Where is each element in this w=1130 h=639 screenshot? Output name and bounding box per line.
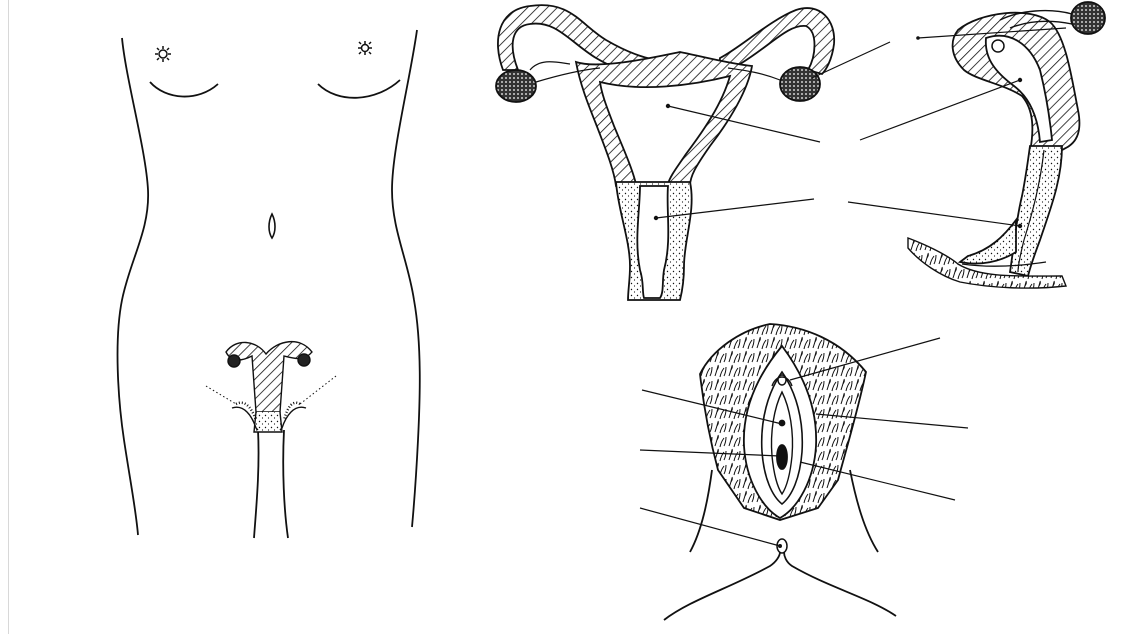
- leader-line-sagittal-vagina: [848, 202, 1020, 226]
- uterus-sagittal-panel: [908, 2, 1105, 288]
- left-ovary: [496, 70, 536, 102]
- right-thigh-outline: [850, 470, 878, 552]
- right-nipple-icon: [358, 41, 372, 55]
- left-leg-inner: [254, 430, 259, 538]
- sagittal-cervix: [1010, 146, 1062, 276]
- page-left-edge: [8, 0, 9, 634]
- uterus-frontal-panel: [496, 5, 834, 300]
- sagittal-ovary: [1071, 2, 1105, 34]
- left-thigh-outline: [690, 470, 712, 552]
- vaginal-opening: [777, 445, 787, 469]
- torso-left-outline: [118, 38, 149, 535]
- left-nipple-icon: [155, 46, 171, 62]
- right-leg-inner: [283, 430, 288, 538]
- vulva-panel: [664, 324, 896, 620]
- left-buttock-curve: [664, 552, 780, 620]
- sagittal-vaginal-canal: [960, 220, 1016, 264]
- right-ovary: [780, 67, 820, 101]
- torso-pelvic-inset: [206, 342, 336, 432]
- vaginal-canal: [637, 186, 668, 298]
- torso-right-outline: [392, 30, 420, 527]
- right-buttock-curve: [784, 552, 896, 616]
- sagittal-os: [992, 40, 1004, 52]
- torso-front-panel: [118, 30, 420, 538]
- navel: [269, 214, 275, 238]
- nipple-icons: [155, 41, 372, 62]
- left-breast-curve: [150, 82, 218, 97]
- leader-line-sagittal-cavity: [860, 80, 1020, 140]
- right-breast-curve: [318, 80, 400, 98]
